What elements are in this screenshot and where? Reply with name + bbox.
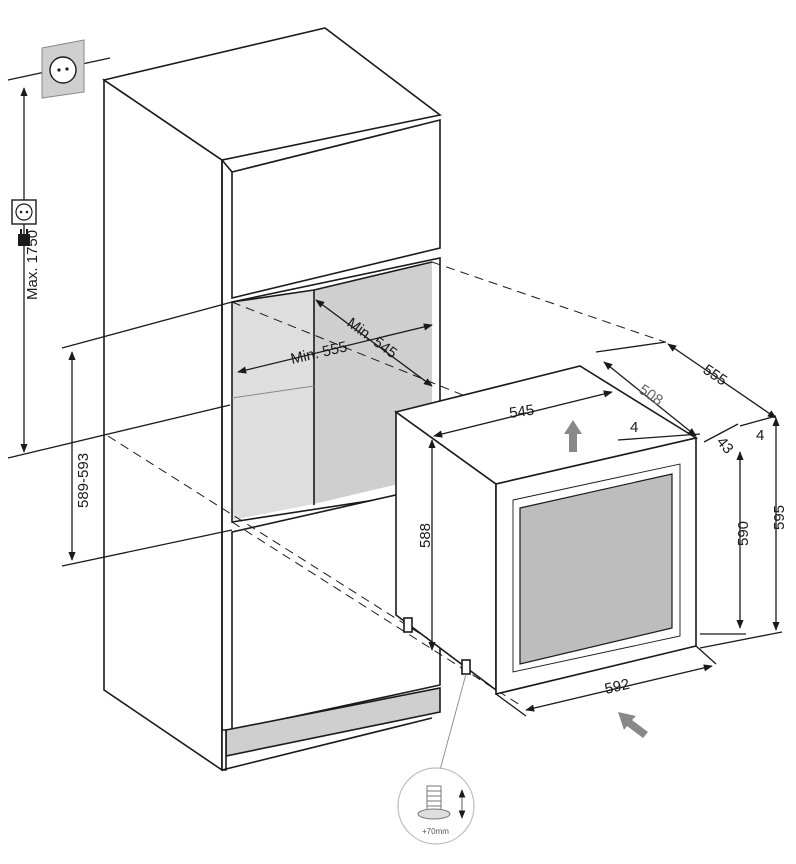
label-total-depth: 555 xyxy=(700,361,730,389)
label-door-thickness: 43 xyxy=(713,434,737,458)
label-door-gap: 4 xyxy=(756,427,764,444)
label-appliance-height: 588 xyxy=(417,523,434,548)
niche-left-wall xyxy=(232,290,314,520)
label-door-height: 590 xyxy=(735,521,752,546)
appliance xyxy=(394,365,699,696)
airflow-up-arrow-icon xyxy=(564,420,582,452)
cabinet-top xyxy=(102,27,442,161)
appliance-foot xyxy=(403,617,413,633)
appliance-glass xyxy=(519,473,673,665)
label-niche-height: 589-593 xyxy=(75,453,92,508)
adjustable-foot-icon xyxy=(397,767,475,845)
airflow-in-arrow-icon xyxy=(618,712,648,738)
label-appliance-width: 545 xyxy=(508,402,535,422)
dimension-lines xyxy=(7,57,783,717)
label-max-height: Max. 1750 xyxy=(24,230,41,300)
label-front-width: 592 xyxy=(603,676,631,698)
cabinet-upper-front xyxy=(231,118,441,300)
label-gap-top: 4 xyxy=(630,419,638,436)
cabinet-left-side xyxy=(103,78,223,772)
appliance-foot xyxy=(461,659,471,675)
cabinet xyxy=(102,27,442,772)
label-total-height: 595 xyxy=(771,505,788,530)
label-foot-adjust: +70mm xyxy=(422,827,449,836)
wall-socket-icon xyxy=(41,39,85,99)
cabinet-lower-front xyxy=(231,483,441,731)
socket-plug-icon xyxy=(11,199,37,246)
